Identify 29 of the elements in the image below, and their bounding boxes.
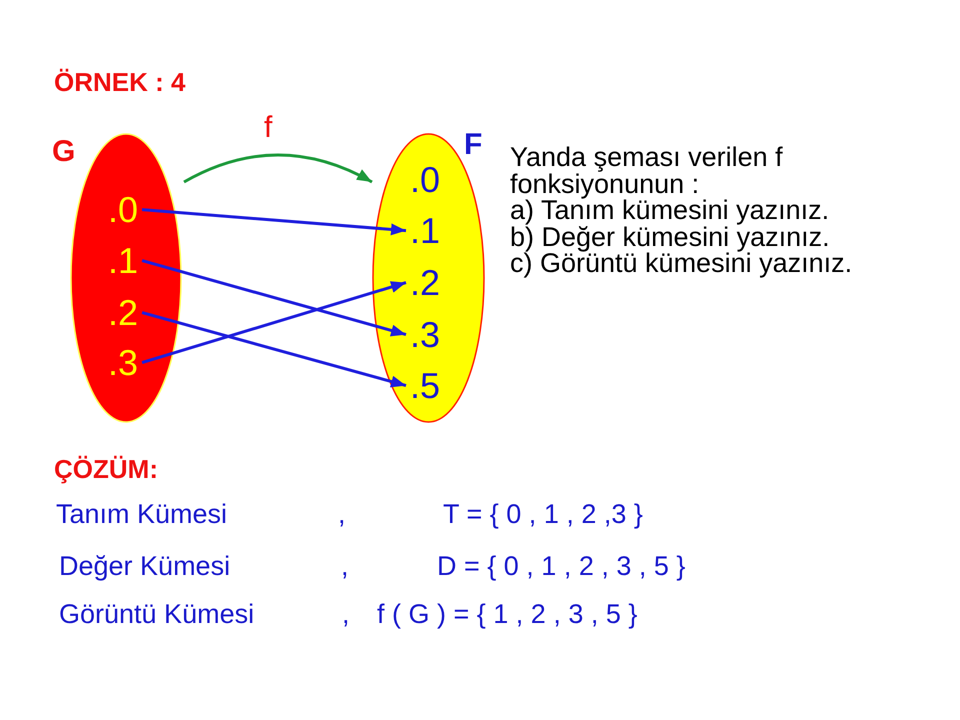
arrow — [142, 311, 406, 388]
set-notation: T = { 0 , 1 , 2 ,3 } — [443, 498, 643, 530]
set-element: .0 — [104, 188, 142, 232]
set-element: .3 — [104, 341, 142, 384]
row-label: Değer Kümesi — [59, 550, 230, 582]
set-element: .5 — [406, 364, 444, 408]
set-element: .1 — [406, 209, 444, 252]
set-element: .1 — [104, 239, 142, 282]
set-name: F — [464, 127, 482, 163]
comma: , — [338, 498, 346, 530]
arrow — [142, 259, 406, 336]
comma: , — [341, 550, 349, 582]
set-element: .3 — [406, 313, 444, 356]
set-element: .0 — [406, 158, 444, 202]
row-label: Görüntü Kümesi — [59, 598, 254, 630]
row-label: Tanım Kümesi — [56, 498, 228, 530]
question-item: b) Değer kümesini yazınız. — [510, 224, 830, 251]
section-heading: ÇÖZÜM: — [54, 454, 158, 486]
question-text: Yanda şeması verilen f fonksiyonunun : — [510, 144, 784, 198]
curved-arrow — [183, 154, 373, 184]
title: ÖRNEK : 4 — [54, 67, 186, 98]
comma: , — [342, 598, 350, 630]
set-name: G — [52, 134, 76, 170]
set-notation: f ( G ) = { 1 , 2 , 3 , 5 } — [377, 598, 638, 630]
set-element: .2 — [104, 291, 142, 334]
arrow — [142, 208, 406, 236]
set-element: .2 — [406, 261, 444, 304]
arrow — [142, 281, 406, 364]
set-notation: D = { 0 , 1 , 2 , 3 , 5 } — [437, 550, 686, 582]
